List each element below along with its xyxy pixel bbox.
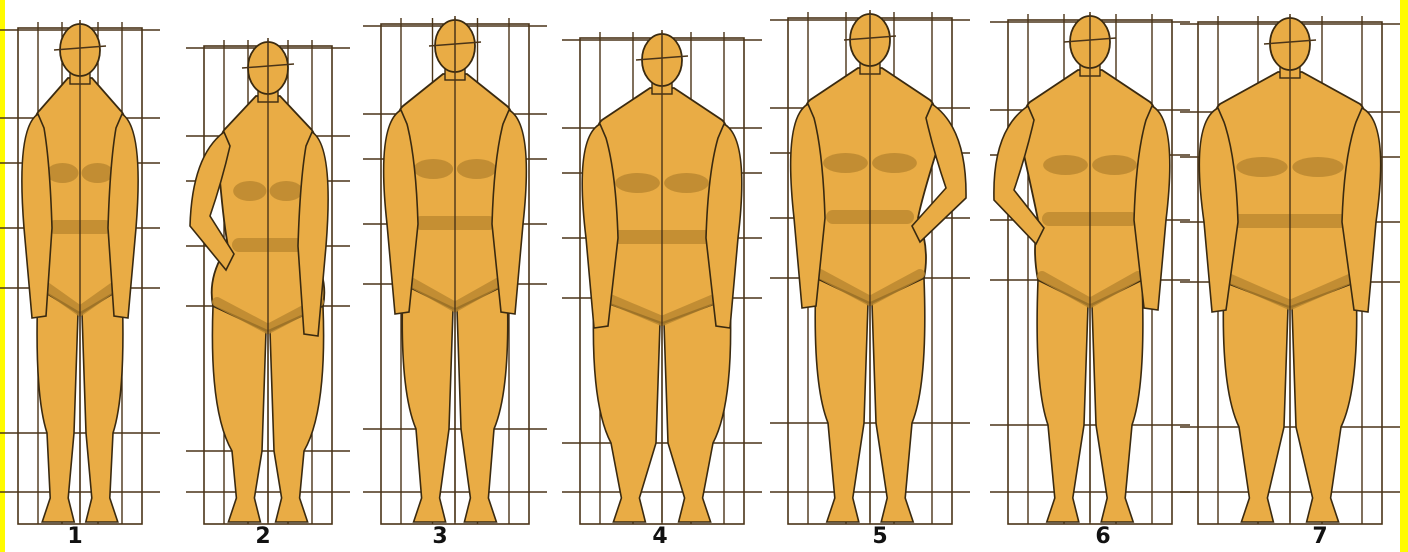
figure-label-7: 7	[1312, 526, 1327, 548]
figure-5	[770, 10, 970, 524]
figure-3	[363, 16, 547, 524]
figure-label-3: 3	[432, 526, 447, 548]
figure-2	[186, 38, 350, 524]
figure-label-1: 1	[67, 526, 82, 548]
figure-label-5: 5	[872, 526, 887, 548]
figure-label-6: 6	[1095, 526, 1110, 548]
figure-label-4: 4	[652, 526, 667, 548]
figure-4	[562, 30, 762, 524]
figure-6	[990, 12, 1190, 524]
figure-1	[0, 20, 160, 524]
figure-7	[1180, 14, 1400, 524]
figure-label-2: 2	[255, 526, 270, 548]
